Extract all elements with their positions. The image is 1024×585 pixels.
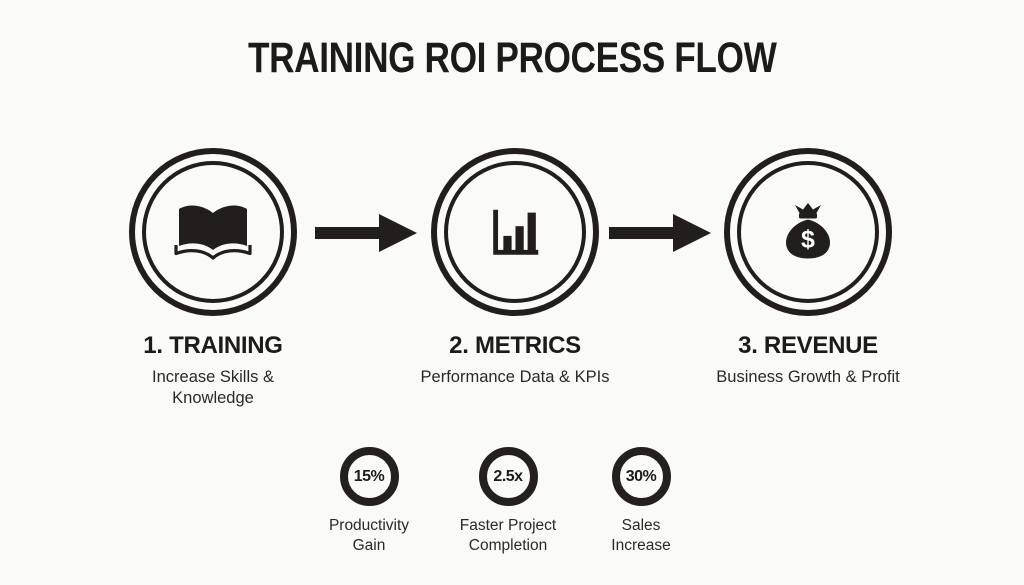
- step-training: 1. TRAINING Increase Skills & Knowledge: [83, 148, 343, 410]
- svg-text:$: $: [801, 226, 815, 254]
- arrow-right-icon: [609, 214, 711, 252]
- arrow-right-icon: [315, 214, 417, 252]
- stat-productivity: 15% Productivity Gain: [294, 447, 444, 556]
- step-metrics-label: 2. METRICS: [449, 332, 581, 359]
- step-revenue: $ 3. REVENUE Business Growth & Profit: [678, 148, 938, 388]
- stat-value: 15%: [353, 467, 385, 485]
- step-revenue-description: Business Growth & Profit: [716, 368, 900, 386]
- step-metrics-description: Performance Data & KPIs: [420, 368, 610, 386]
- money-bag-icon: $: [776, 200, 840, 264]
- metrics-circle: [431, 148, 599, 316]
- stat-label: Faster Project Completion: [459, 517, 557, 554]
- stat-sales: 30% Sales Increase: [566, 447, 716, 556]
- book-icon: [173, 201, 253, 263]
- bar-chart-icon: [484, 201, 546, 263]
- step-metrics: 2. METRICS Performance Data & KPIs: [385, 148, 645, 388]
- stat-project-speed: 2.5x Faster Project Completion: [433, 447, 583, 556]
- step-training-label: 1. TRAINING: [143, 332, 283, 359]
- stat-circle: 2.5x: [478, 447, 538, 506]
- training-circle: [129, 148, 297, 316]
- step-revenue-label: 3. REVENUE: [738, 332, 878, 359]
- stat-label: Sales Increase: [611, 517, 671, 554]
- stat-value: 30%: [625, 467, 657, 485]
- stat-circle: 15%: [339, 447, 399, 506]
- stat-circle: 30%: [611, 447, 671, 506]
- stat-label: Productivity Gain: [328, 517, 410, 554]
- page-title: TRAINING ROI PROCESS FLOW: [247, 34, 777, 82]
- step-training-description: Increase Skills & Knowledge: [152, 368, 274, 408]
- revenue-circle: $: [724, 148, 892, 316]
- stat-value: 2.5x: [493, 467, 523, 485]
